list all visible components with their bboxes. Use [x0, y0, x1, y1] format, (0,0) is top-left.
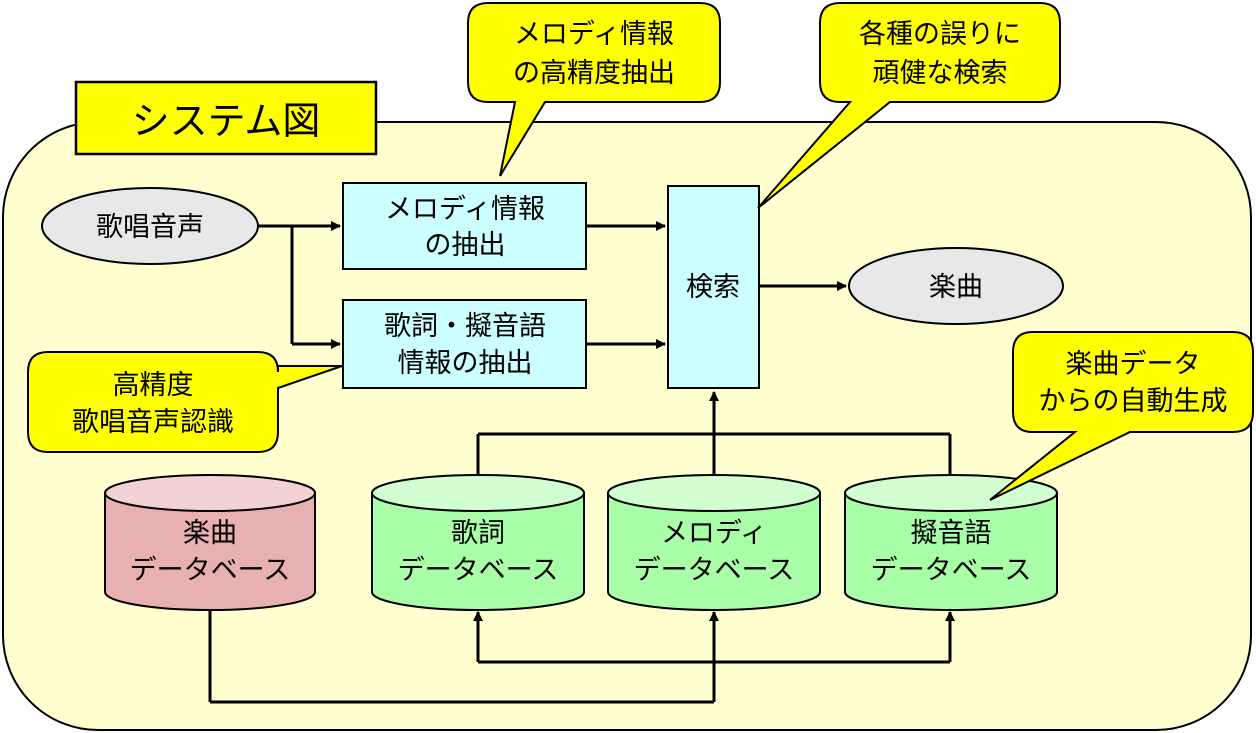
onomatopoeia-db-line1: 擬音語	[911, 518, 992, 549]
lyrics-database: 歌詞 データベース	[371, 474, 585, 611]
lyrics-db-line2: データベース	[398, 555, 559, 586]
callout-melody-line2: の高精度抽出	[513, 58, 675, 89]
callout-auto-generation: 楽曲データ からの自動生成	[989, 331, 1254, 501]
lyrics-extraction-line2: 情報の抽出	[398, 348, 533, 379]
melody-extraction-line1: メロディ情報	[385, 194, 545, 225]
search-label: 検索	[686, 272, 740, 303]
music-db-line1: 楽曲	[183, 518, 237, 549]
music-database: 楽曲 データベース	[104, 474, 316, 611]
melody-database: メロディ データベース	[607, 474, 821, 611]
search-box: 検索	[667, 185, 760, 389]
callout-speech-recognition: 高精度 歌唱音声認識	[27, 351, 343, 453]
melody-extraction-box: メロディ情報 の抽出	[342, 182, 587, 270]
callout-speech-line1: 高精度	[113, 370, 194, 401]
music-output-label: 楽曲	[929, 272, 983, 303]
callout-robust-search: 各種の誤りに 頑健な検索	[757, 2, 1061, 209]
connectors	[208, 221, 955, 704]
lyrics-extraction-box: 歌詞・擬音語 情報の抽出	[342, 299, 587, 389]
lyrics-db-line1: 歌詞	[451, 518, 505, 549]
music-db-line2: データベース	[130, 555, 291, 586]
singing-voice-input: 歌唱音声	[41, 187, 259, 265]
callout-melody-line1: メロディ情報	[514, 19, 674, 50]
melody-db-line2: データベース	[634, 555, 795, 586]
singing-voice-label: 歌唱音声	[96, 212, 204, 243]
melody-db-line1: メロディ	[661, 518, 767, 549]
onomatopoeia-database: 擬音語 データベース	[844, 474, 1058, 611]
melody-extraction-line2: の抽出	[425, 230, 506, 261]
callout-melody-precision: メロディ情報 の高精度抽出	[467, 2, 721, 177]
callout-search-line1: 各種の誤りに	[859, 19, 1021, 50]
callout-search-line2: 頑健な検索	[873, 58, 1008, 89]
callout-generation-line2: からの自動生成	[1039, 386, 1228, 417]
callout-generation-line1: 楽曲データ	[1066, 349, 1201, 380]
title-box: システム図	[74, 80, 378, 156]
onomatopoeia-db-line2: データベース	[871, 555, 1032, 586]
callout-speech-line2: 歌唱音声認識	[72, 407, 234, 438]
lyrics-extraction-line1: 歌詞・擬音語	[384, 311, 546, 342]
diagram-title: システム図	[132, 99, 321, 143]
music-output: 楽曲	[848, 247, 1064, 325]
